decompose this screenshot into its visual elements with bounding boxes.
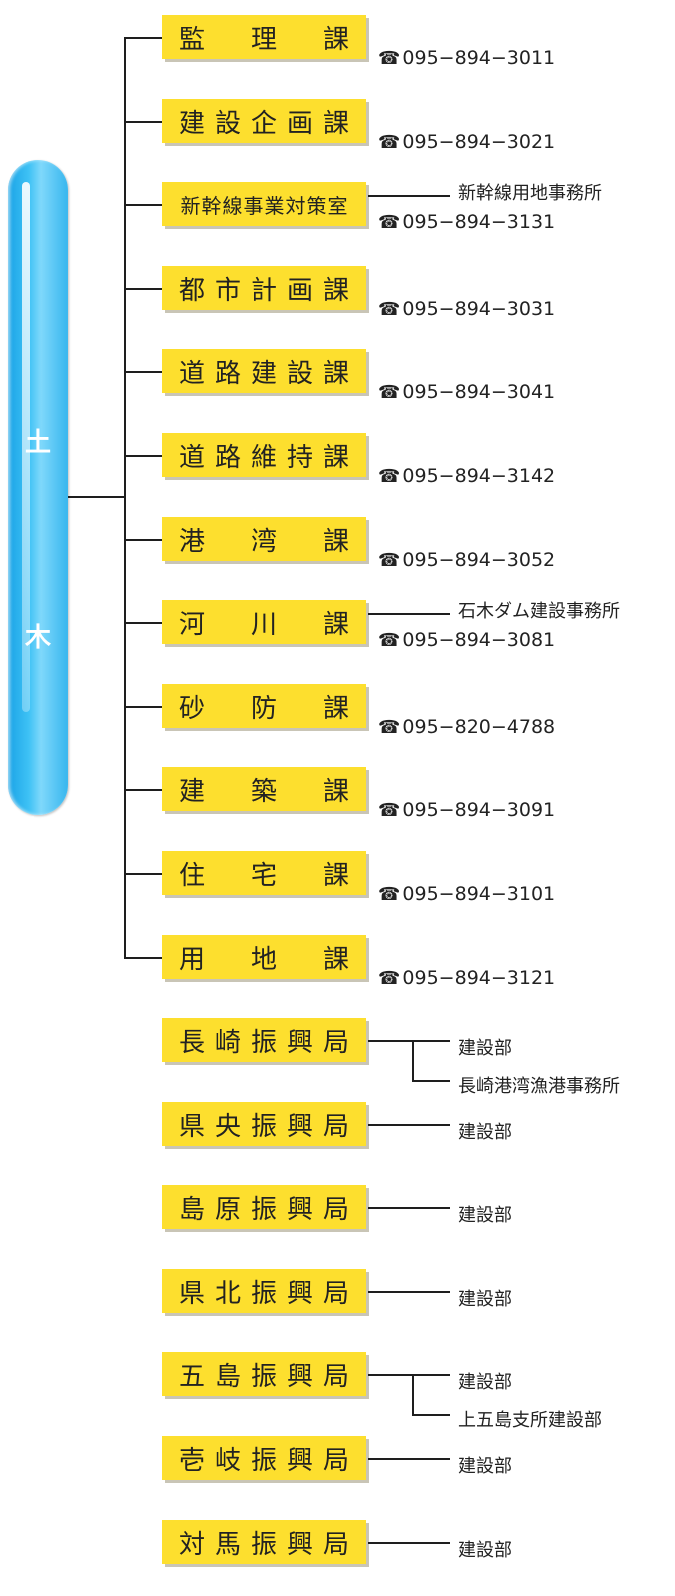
bureau-box: 壱岐振興局 xyxy=(162,1436,366,1480)
sub-office: 上五島支所建設部 xyxy=(458,1410,602,1431)
connector-line xyxy=(368,613,450,615)
sub-office: 長崎港湾漁港事務所 xyxy=(458,1076,620,1097)
phone-number-text: 095−894−3101 xyxy=(402,883,556,905)
telephone-icon: ☎ xyxy=(378,968,401,989)
phone-number-text: 095−894−3131 xyxy=(402,211,556,233)
connector-line xyxy=(368,1458,450,1460)
section-box: 監 理 課 xyxy=(162,15,366,59)
sub-office: 建設部 xyxy=(458,1038,512,1059)
section-box: 用 地 課 xyxy=(162,935,366,979)
connector-line xyxy=(124,539,162,541)
phone-number: ☎095−894−3041 xyxy=(378,381,555,404)
connector-line xyxy=(124,789,162,791)
section-box: 都市計画課 xyxy=(162,266,366,310)
phone-number: ☎095−894−3031 xyxy=(378,298,555,321)
telephone-icon: ☎ xyxy=(378,800,401,821)
phone-number-text: 095−820−4788 xyxy=(402,716,556,738)
phone-number-text: 095−894−3031 xyxy=(402,298,556,320)
bus-line xyxy=(124,37,126,957)
connector-line xyxy=(124,204,162,206)
phone-number: ☎095−894−3091 xyxy=(378,799,555,822)
section-box: 建 築 課 xyxy=(162,767,366,811)
section-box: 道路維持課 xyxy=(162,433,366,477)
connector-line xyxy=(412,1414,450,1416)
section-box: 新幹線事業対策室 xyxy=(162,182,366,226)
phone-number-text: 095−894−3121 xyxy=(402,967,556,989)
connector-line xyxy=(124,957,162,959)
branch-line xyxy=(412,1374,414,1414)
phone-number-text: 095−894−3052 xyxy=(402,549,556,571)
connector-line xyxy=(68,496,124,498)
phone-number-text: 095−894−3091 xyxy=(402,799,556,821)
telephone-icon: ☎ xyxy=(378,630,401,651)
pill-highlight xyxy=(22,182,30,712)
department-pill: 土 木 部 xyxy=(8,160,68,846)
connector-line xyxy=(368,1291,450,1293)
telephone-icon: ☎ xyxy=(378,550,401,571)
connector-line xyxy=(412,1080,450,1082)
telephone-icon: ☎ xyxy=(378,884,401,905)
sub-office: 石木ダム建設事務所 xyxy=(458,601,620,622)
phone-number: ☎095−894−3011 xyxy=(378,47,555,70)
connector-line xyxy=(368,1207,450,1209)
sub-office: 建設部 xyxy=(458,1372,512,1393)
phone-number-text: 095−894−3142 xyxy=(402,465,556,487)
telephone-icon: ☎ xyxy=(378,212,401,233)
phone-number: ☎095−894−3021 xyxy=(378,131,555,154)
connector-line xyxy=(124,706,162,708)
connector-line xyxy=(368,1542,450,1544)
bureau-box: 県北振興局 xyxy=(162,1269,366,1313)
telephone-icon: ☎ xyxy=(378,48,401,69)
phone-number: ☎095−894−3131 xyxy=(378,211,555,234)
phone-number: ☎095−894−3101 xyxy=(378,883,555,906)
phone-number: ☎095−894−3052 xyxy=(378,549,555,572)
telephone-icon: ☎ xyxy=(378,382,401,403)
sub-office: 建設部 xyxy=(458,1205,512,1226)
connector-line xyxy=(368,1124,450,1126)
bureau-box: 島原振興局 xyxy=(162,1185,366,1229)
connector-line xyxy=(124,37,162,39)
connector-line xyxy=(124,288,162,290)
connector-line xyxy=(124,121,162,123)
phone-number-text: 095−894−3011 xyxy=(402,47,556,69)
connector-line xyxy=(368,195,450,197)
connector-line xyxy=(124,371,162,373)
bureau-box: 対馬振興局 xyxy=(162,1520,366,1564)
phone-number: ☎095−894−3081 xyxy=(378,629,555,652)
phone-number: ☎095−820−4788 xyxy=(378,716,555,739)
section-box: 砂 防 課 xyxy=(162,684,366,728)
sub-office: 建設部 xyxy=(458,1122,512,1143)
sub-office: 建設部 xyxy=(458,1540,512,1561)
connector-line xyxy=(124,622,162,624)
sub-office: 建設部 xyxy=(458,1456,512,1477)
sub-office: 新幹線用地事務所 xyxy=(458,183,602,204)
section-box: 港 湾 課 xyxy=(162,517,366,561)
phone-number-text: 095−894−3021 xyxy=(402,131,556,153)
connector-line xyxy=(368,1040,450,1042)
section-box: 建設企画課 xyxy=(162,99,366,143)
connector-line xyxy=(124,455,162,457)
department-char: 部 xyxy=(24,816,51,846)
phone-number: ☎095−894−3142 xyxy=(378,465,555,488)
phone-number-text: 095−894−3081 xyxy=(402,629,556,651)
department-char: 土 xyxy=(24,428,51,458)
telephone-icon: ☎ xyxy=(378,717,401,738)
bureau-box: 長崎振興局 xyxy=(162,1018,366,1062)
section-box: 河 川 課 xyxy=(162,600,366,644)
department-char: 木 xyxy=(24,623,51,653)
sub-office: 建設部 xyxy=(458,1289,512,1310)
telephone-icon: ☎ xyxy=(378,132,401,153)
telephone-icon: ☎ xyxy=(378,466,401,487)
phone-number: ☎095−894−3121 xyxy=(378,967,555,990)
bureau-box: 五島振興局 xyxy=(162,1352,366,1396)
bureau-box: 県央振興局 xyxy=(162,1102,366,1146)
section-box: 道路建設課 xyxy=(162,349,366,393)
connector-line xyxy=(368,1374,450,1376)
connector-line xyxy=(124,873,162,875)
branch-line xyxy=(412,1040,414,1080)
telephone-icon: ☎ xyxy=(378,299,401,320)
phone-number-text: 095−894−3041 xyxy=(402,381,556,403)
section-box: 住 宅 課 xyxy=(162,851,366,895)
